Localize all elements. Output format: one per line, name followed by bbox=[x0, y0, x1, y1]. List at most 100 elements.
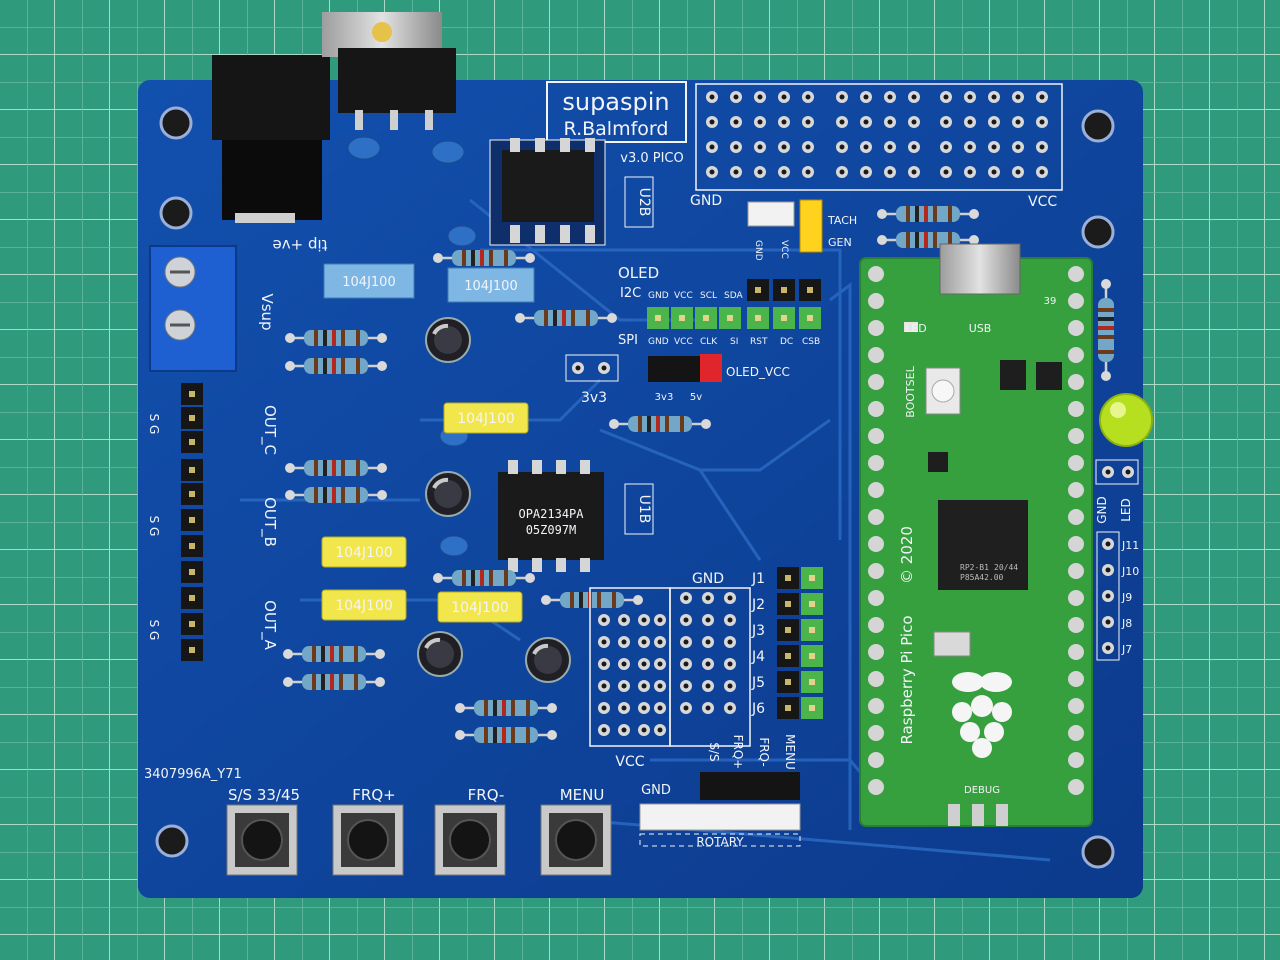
film-cap-1 bbox=[323, 263, 415, 299]
button-frq-plus[interactable] bbox=[332, 804, 404, 876]
u1b-marking-1: OPA2134PA bbox=[518, 507, 584, 521]
proto-vcc-top: VCC bbox=[1028, 194, 1057, 210]
u1b-label: U1B bbox=[636, 495, 652, 524]
button-frq-plus-label: FRQ+ bbox=[352, 786, 395, 804]
film-cap-4-label: 104J100 bbox=[335, 545, 393, 561]
film-cap-6-label: 104J100 bbox=[451, 600, 509, 616]
board-author: R.Balmford bbox=[564, 118, 669, 140]
board-title: supaspin bbox=[562, 88, 669, 116]
proto-vcc-mid: VCC bbox=[615, 754, 644, 770]
out-b-label: OUT_B bbox=[260, 497, 279, 547]
pico-castellated-pins bbox=[868, 266, 1084, 795]
jumper-3v3-label: 3v3 bbox=[655, 392, 674, 403]
j9-label: J9 bbox=[1121, 591, 1132, 604]
spi-label: SPI bbox=[618, 333, 638, 348]
j10-label: J10 bbox=[1121, 565, 1139, 578]
sg-label-b: S G bbox=[147, 516, 161, 537]
spi-pin-dc: DC bbox=[780, 337, 793, 347]
board-id: 3407996A_Y71 bbox=[144, 767, 242, 782]
j3-label: J3 bbox=[751, 623, 765, 639]
proto-gnd-mid: GND bbox=[692, 571, 724, 587]
spi-pin-clk: CLK bbox=[700, 337, 718, 347]
u2b-box bbox=[624, 176, 654, 228]
ic-u1b bbox=[498, 460, 604, 572]
proto-gnd-top: GND bbox=[690, 193, 722, 209]
voltage-regulator bbox=[322, 12, 456, 130]
proto-area-middle bbox=[589, 587, 751, 747]
u1b-marking-2: 05Z097M bbox=[526, 523, 577, 537]
rotary-pin-frq-plus: FRQ+ bbox=[731, 735, 745, 770]
out-a-label: OUT_A bbox=[260, 600, 279, 650]
pico-chip-3: P85A42.00 bbox=[960, 573, 1004, 582]
u1b-box bbox=[624, 483, 654, 535]
right-led-label: LED bbox=[1119, 498, 1133, 522]
j4-label: J4 bbox=[751, 649, 765, 665]
ic-u2b bbox=[489, 138, 606, 246]
oled-title: OLED bbox=[618, 264, 659, 282]
tip-label: tip +ve bbox=[272, 236, 327, 254]
spi-pin-vcc: VCC bbox=[674, 337, 693, 347]
j6-label: J6 bbox=[751, 701, 765, 717]
film-cap-3-label: 104J100 bbox=[457, 411, 515, 427]
gen-label: GEN bbox=[828, 236, 852, 249]
out-c-label: OUT_C bbox=[260, 405, 279, 455]
tach-label: TACH bbox=[827, 214, 857, 227]
pico-name: Raspberry Pi Pico bbox=[898, 615, 916, 744]
j1-label: J1 bbox=[751, 571, 765, 587]
j7-label: J7 bbox=[1121, 643, 1132, 656]
rotary-label: ROTARY bbox=[696, 835, 744, 849]
rotary-connector bbox=[639, 772, 801, 847]
tach-connector bbox=[747, 199, 823, 253]
i2c-pin-scl: SCL bbox=[700, 291, 717, 301]
button-frq-minus[interactable] bbox=[434, 804, 506, 876]
oled-vcc-label: OLED_VCC bbox=[726, 365, 790, 379]
mounting-holes bbox=[155, 106, 1115, 869]
rotary-pin-menu: MENU bbox=[783, 734, 797, 770]
button-ss-label: S/S 33/45 bbox=[228, 786, 300, 804]
raspberry-logo bbox=[952, 672, 1012, 758]
film-cap-5-label: 104J100 bbox=[335, 598, 393, 614]
j8-label: J8 bbox=[1121, 617, 1132, 630]
film-cap-2 bbox=[447, 267, 535, 303]
dc-power-jack bbox=[212, 55, 330, 223]
tach-vcc-label: VCC bbox=[779, 240, 789, 259]
j11-label: J11 bbox=[1121, 539, 1139, 552]
pico-year: © 2020 bbox=[898, 526, 916, 584]
rotary-pin-ss: S/S bbox=[707, 742, 721, 761]
button-menu-label: MENU bbox=[560, 786, 605, 804]
title-box bbox=[546, 81, 687, 143]
right-header bbox=[1095, 459, 1139, 661]
proto-area-top bbox=[695, 83, 1063, 191]
pico-chip-2: 20/44 bbox=[994, 563, 1018, 572]
u2b-label: U2B bbox=[636, 188, 652, 217]
output-headers bbox=[181, 383, 203, 661]
vsup-label: Vsup bbox=[258, 293, 276, 330]
rotary-gnd: GND bbox=[641, 783, 671, 798]
i2c-pin-sda: SDA bbox=[724, 291, 743, 301]
i2c-label: I2C bbox=[620, 286, 641, 301]
i2c-pin-vcc: VCC bbox=[674, 291, 693, 301]
j2-label: J2 bbox=[751, 597, 765, 613]
j5-label: J5 bbox=[751, 675, 765, 691]
terminal-block bbox=[149, 245, 237, 372]
oled-spi-header bbox=[647, 307, 821, 329]
button-menu[interactable] bbox=[540, 804, 612, 876]
sg-label-c: S G bbox=[147, 414, 161, 435]
header-3v3-label: 3v3 bbox=[581, 390, 607, 406]
pico-bootsel: BOOTSEL bbox=[904, 365, 917, 417]
button-ss[interactable] bbox=[226, 804, 298, 876]
i2c-pin-gnd: GND bbox=[648, 291, 669, 301]
board-version: v3.0 PICO bbox=[620, 151, 683, 166]
sg-label-a: S G bbox=[147, 620, 161, 641]
right-gnd-label: GND bbox=[1095, 496, 1109, 524]
oled-i2c-header bbox=[747, 279, 821, 301]
pico-debug: DEBUG bbox=[964, 785, 1000, 796]
pico-usb: USB bbox=[969, 322, 992, 335]
pico-chip-1: RP2-B1 bbox=[960, 563, 989, 572]
film-cap-1-label: 104J100 bbox=[342, 275, 395, 290]
raspberry-pi-pico bbox=[859, 243, 1093, 827]
tach-gnd-label: GND bbox=[753, 240, 763, 261]
oled-vcc-jumper bbox=[565, 354, 722, 382]
spi-pin-gnd: GND bbox=[648, 337, 669, 347]
